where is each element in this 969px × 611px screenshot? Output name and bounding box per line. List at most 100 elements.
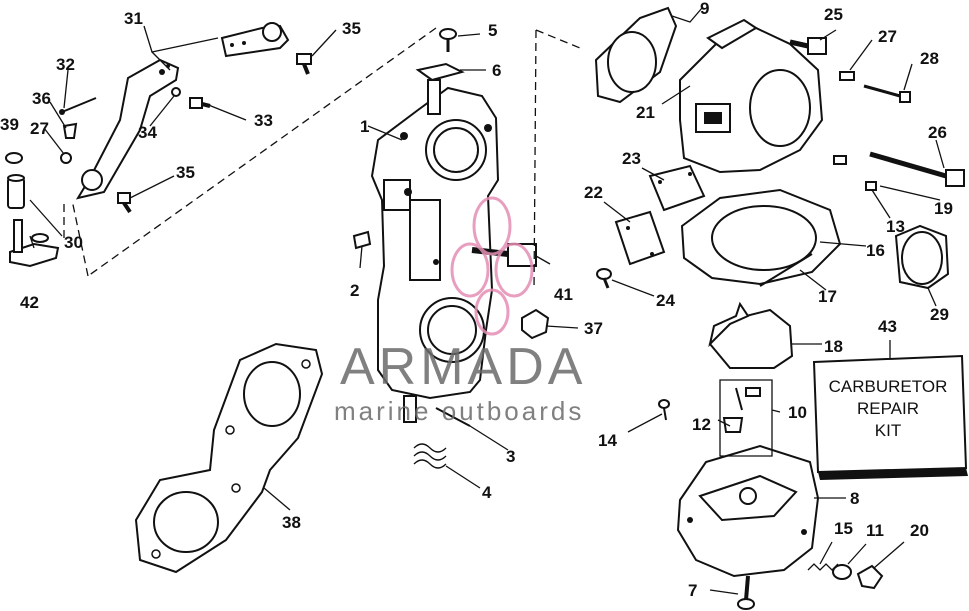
filter-29 <box>894 224 950 290</box>
float-18 <box>708 301 794 369</box>
bushing-30 <box>7 174 25 209</box>
part-13 <box>865 181 877 191</box>
air-horn-21 <box>679 18 824 174</box>
callout-22: 22 <box>584 183 603 202</box>
screw-5 <box>439 28 457 52</box>
pin-32 <box>59 97 97 115</box>
callout-4: 4 <box>482 483 492 502</box>
callout-14: 14 <box>598 431 617 450</box>
plate-23 <box>648 164 706 212</box>
callout-15: 15 <box>834 519 853 538</box>
callout-7: 7 <box>688 581 697 600</box>
callout-13: 13 <box>886 217 905 236</box>
screw-35-lower <box>117 192 132 214</box>
plate-22 <box>614 210 666 266</box>
pin-3 <box>435 407 471 427</box>
callout-18: 18 <box>824 337 843 356</box>
callout-3: 3 <box>506 447 515 466</box>
callout-42: 42 <box>20 293 39 312</box>
watermark: ARMADA marine outboards <box>334 196 586 426</box>
callout-16: 16 <box>866 241 885 260</box>
watermark-logo <box>450 196 534 336</box>
carburetor-body-part <box>370 79 500 423</box>
gasket-9 <box>594 6 678 104</box>
spring-27-right <box>839 71 855 81</box>
needle-valve-10 <box>735 387 761 411</box>
washer-11 <box>832 564 852 580</box>
cam-bracket-part <box>220 22 290 58</box>
callout-20: 20 <box>910 521 929 540</box>
callout-31: 31 <box>124 9 143 28</box>
callout-labels: 31 35 32 36 39 27 33 34 35 30 42 5 6 1 2… <box>0 0 953 600</box>
plate-6 <box>415 62 465 82</box>
callout-39: 39 <box>0 115 19 134</box>
callout-43: 43 <box>878 317 897 336</box>
pin-17 <box>759 253 813 287</box>
callout-27-left: 27 <box>30 119 49 138</box>
screw-28 <box>863 84 911 103</box>
callout-35-top: 35 <box>342 19 361 38</box>
leader-lines <box>29 7 945 595</box>
callout-36: 36 <box>32 89 51 108</box>
callout-29: 29 <box>930 305 949 324</box>
callout-33: 33 <box>254 111 273 130</box>
callout-24: 24 <box>656 291 675 310</box>
bracket-42 <box>9 219 60 268</box>
callout-32: 32 <box>56 55 75 74</box>
callout-21: 21 <box>636 103 655 122</box>
gasket-16 <box>680 188 842 286</box>
callout-2: 2 <box>350 281 359 300</box>
float-bowl-8 <box>676 444 820 578</box>
washer-27-left <box>60 152 72 164</box>
callout-41: 41 <box>554 285 573 304</box>
washer-39 <box>5 152 23 164</box>
callout-28: 28 <box>920 49 939 68</box>
seat-12 <box>722 417 744 433</box>
callout-26: 26 <box>928 123 947 142</box>
gasket-38 <box>134 342 324 574</box>
callout-23: 23 <box>622 149 641 168</box>
watermark-title: ARMADA <box>340 338 586 396</box>
spring-4 <box>413 443 447 469</box>
nut-37 <box>521 308 550 340</box>
screw-25 <box>789 37 827 55</box>
callout-25: 25 <box>824 5 843 24</box>
screw-26 <box>869 151 965 187</box>
callout-17: 17 <box>818 287 837 306</box>
repair-kit-box: CARBURETOR REPAIR KIT <box>812 354 968 480</box>
watermark-subtitle: marine outboards <box>334 396 584 426</box>
callout-12: 12 <box>692 415 711 434</box>
kit-line-3: KIT <box>875 421 901 440</box>
callout-19: 19 <box>934 199 953 218</box>
callout-38: 38 <box>282 513 301 532</box>
callout-30: 30 <box>64 233 83 252</box>
plug-2 <box>352 230 372 250</box>
callout-35-lower: 35 <box>176 163 195 182</box>
callout-9: 9 <box>700 0 709 18</box>
callout-1: 1 <box>360 117 369 136</box>
callout-27-right: 27 <box>878 27 897 46</box>
callout-34: 34 <box>138 123 157 142</box>
assembly-dash-lines <box>63 27 581 291</box>
kit-line-2: REPAIR <box>857 399 919 418</box>
callout-10: 10 <box>788 403 807 422</box>
throttle-lever-part <box>75 58 180 200</box>
callout-5: 5 <box>488 21 497 40</box>
kit-line-1: CARBURETOR <box>829 377 948 396</box>
callout-8: 8 <box>850 489 859 508</box>
clip-36 <box>62 122 78 139</box>
screw-24 <box>596 268 612 289</box>
screw-33 <box>189 97 211 109</box>
washer-34 <box>171 87 181 97</box>
screw-35-top <box>296 53 312 75</box>
screw-7 <box>737 575 755 610</box>
callout-37: 37 <box>584 319 603 338</box>
callout-6: 6 <box>492 61 501 80</box>
callout-11: 11 <box>866 521 884 540</box>
plug-20 <box>856 564 884 590</box>
screw-41 <box>471 243 537 267</box>
part-19 <box>833 155 847 165</box>
screw-14 <box>658 399 670 421</box>
